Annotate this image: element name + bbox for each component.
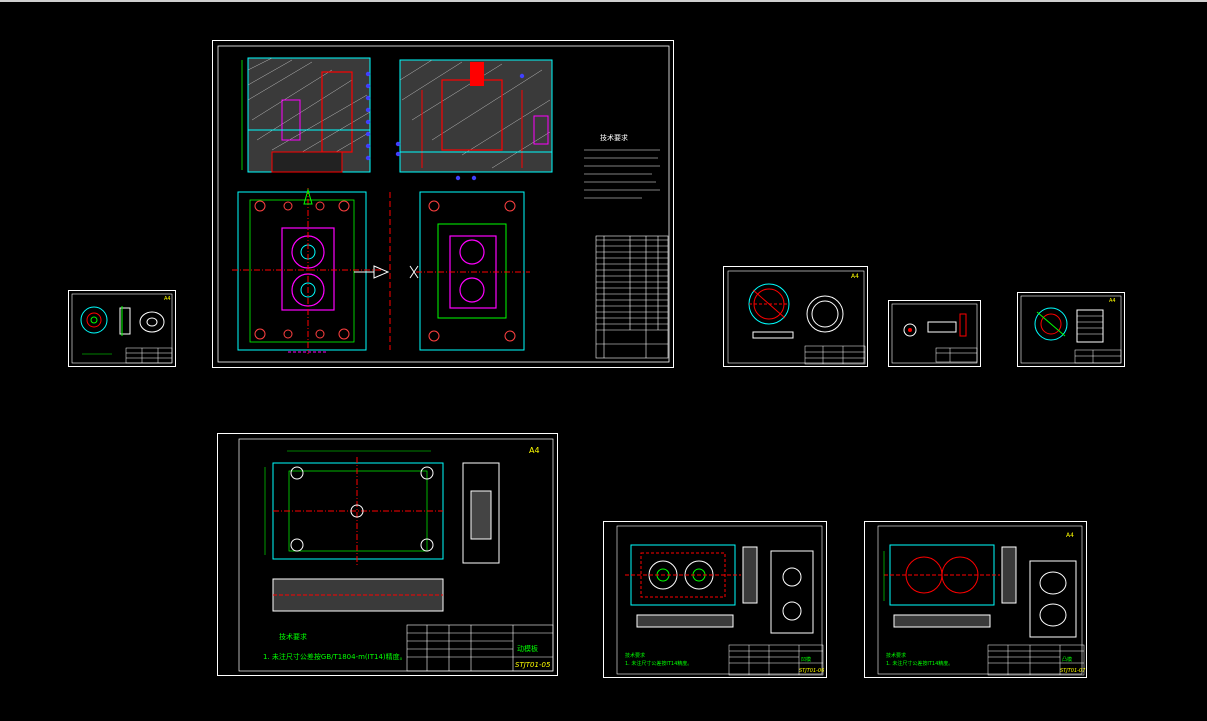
svg-text:STJT01-05: STJT01-05 [515,661,551,669]
svg-text:STJT01-06: STJT01-06 [799,668,824,674]
svg-text:A4: A4 [851,273,859,280]
small-ring-drawing: A4 [723,266,868,367]
small-pin-drawing [888,300,981,367]
plan-view-right [416,191,530,351]
sheet-small-right[interactable]: A4 [1017,292,1126,368]
svg-text:动模板: 动模板 [517,644,538,653]
svg-text:凸模: 凸模 [1062,656,1072,663]
svg-text:A4: A4 [529,446,540,455]
window-top-edge [0,0,1207,2]
svg-text:A4: A4 [1066,532,1074,539]
section-view-right [395,59,553,181]
svg-text:技术要求: 技术要求 [279,632,307,641]
svg-text:技术要求: 技术要求 [625,652,645,659]
svg-text:技术要求: 技术要求 [886,652,906,659]
sheet-part-plate-b[interactable]: 技术要求 1. 未注尺寸公差按IT14精度。 凹模 STJT01-06 [603,521,828,679]
sheet-small-left[interactable]: A4 [68,290,177,368]
part-plate-a-drawing: A4 技术要求 1. 未注尺寸公差按GB/T1804-m(IT14)精度。 [217,433,558,676]
sheet-small-pin[interactable] [888,300,982,368]
parts-list [595,235,669,359]
svg-text:STJT01-07: STJT01-07 [1060,668,1086,674]
main-assembly-drawing: 技术要求 [212,40,674,368]
svg-text:1. 未注尺寸公差按GB/T1804-m(IT14)精度。: 1. 未注尺寸公差按GB/T1804-m(IT14)精度。 [263,652,407,661]
part-plate-c-drawing: A4 技术要求 1. 未注尺寸公差按IT14精度。 凸模 STJT01-07 [864,521,1087,678]
sheet-small-ring[interactable]: A4 [723,266,869,368]
section-view-left [241,57,371,173]
sheet-main-assembly[interactable]: 技术要求 [212,40,675,369]
plan-view-left [232,188,382,354]
part-plate-b-drawing: 技术要求 1. 未注尺寸公差按IT14精度。 凹模 STJT01-06 [603,521,827,678]
small-left-drawing: A4 [68,290,176,367]
sheet-part-plate-c[interactable]: A4 技术要求 1. 未注尺寸公差按IT14精度。 凸模 STJT01-07 [864,521,1088,679]
sheet-part-plate-a[interactable]: A4 技术要求 1. 未注尺寸公差按GB/T1804-m(IT14)精度。 [217,433,559,677]
svg-text:1. 未注尺寸公差按IT14精度。: 1. 未注尺寸公差按IT14精度。 [625,660,692,667]
svg-text:技术要求: 技术要求 [600,133,628,142]
svg-text:A4: A4 [1109,298,1116,304]
small-right-drawing: A4 [1017,292,1125,367]
title-block-a [406,624,554,672]
svg-text:1. 未注尺寸公差按IT14精度。: 1. 未注尺寸公差按IT14精度。 [886,660,953,667]
svg-text:凹模: 凹模 [801,656,811,663]
svg-text:A4: A4 [164,296,171,302]
